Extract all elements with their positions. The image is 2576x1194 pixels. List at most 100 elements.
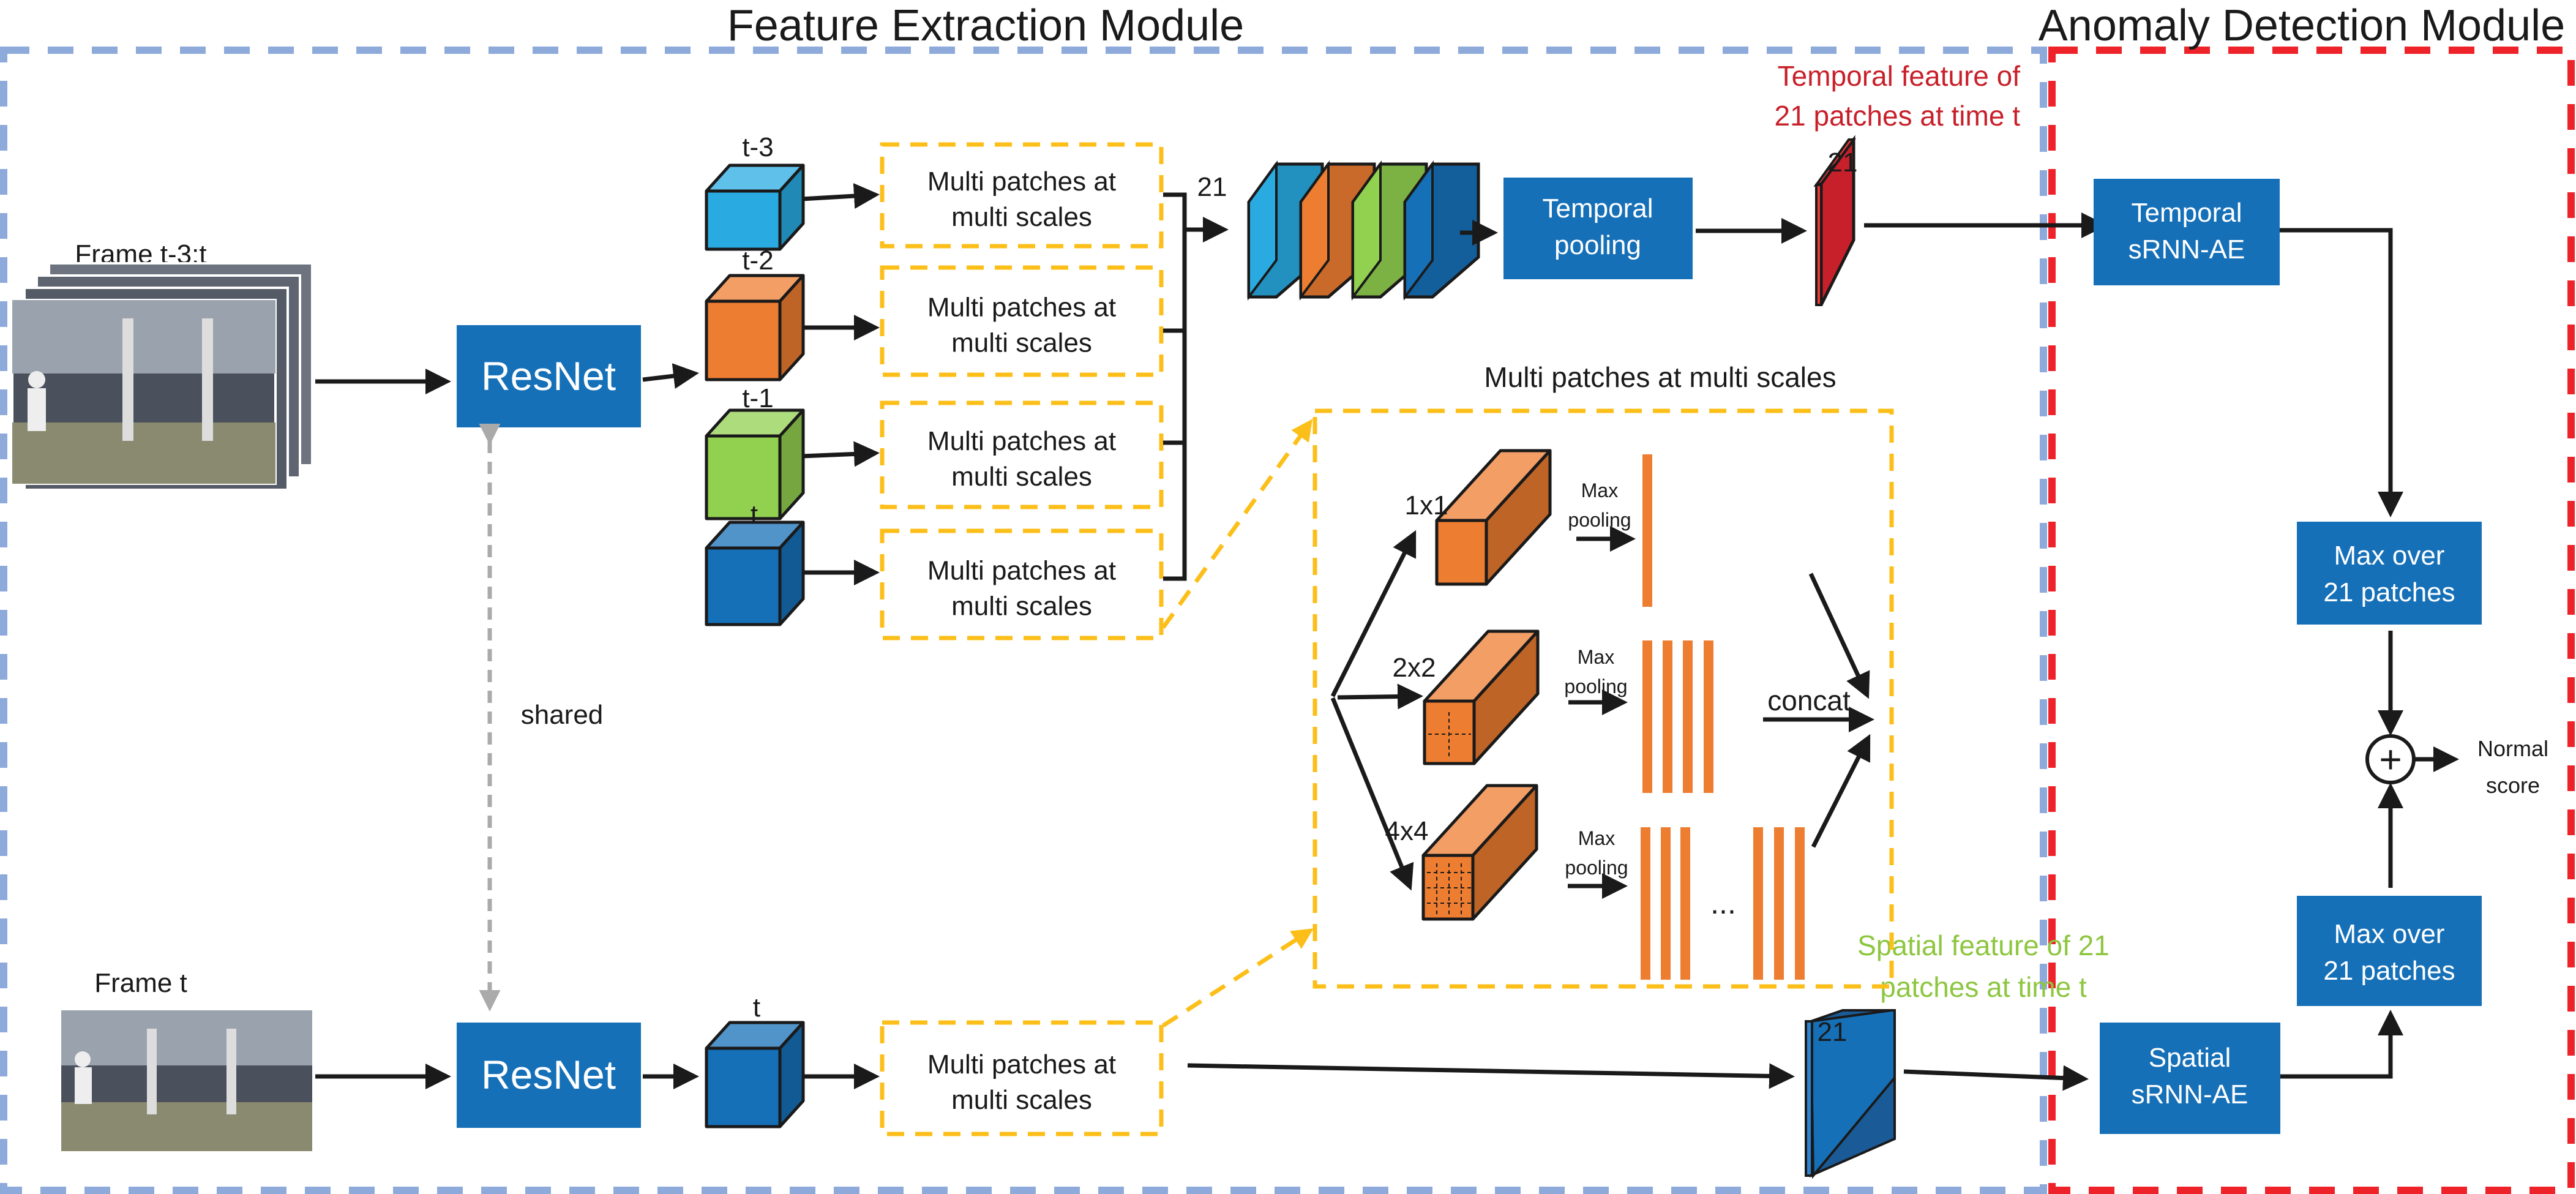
detail-title: Multi patches at multi scales bbox=[1484, 361, 1836, 393]
concat-arrow-0 bbox=[1808, 573, 1870, 699]
temporal-srnn-ae-line2: sRNN-AE bbox=[2129, 235, 2245, 265]
sum-plus-icon: + bbox=[2379, 737, 2402, 781]
frame-t-image bbox=[61, 1010, 312, 1151]
max-bottom-line2: 21 patches bbox=[2323, 956, 2455, 986]
max-top-line1: Max over bbox=[2334, 541, 2445, 571]
cube-t bbox=[705, 520, 805, 626]
resnet-bottom bbox=[457, 1023, 641, 1128]
resnet-top-label: ResNet bbox=[481, 353, 616, 399]
cube-t-bottom-label: t bbox=[753, 993, 760, 1023]
patch-box-4-line1: Multi patches at bbox=[927, 1049, 1116, 1079]
max-over-patches-bottom bbox=[2297, 896, 2482, 1006]
temporal-feature-count: 21 bbox=[1828, 148, 1858, 178]
pooled-feature-bar-8 bbox=[1753, 827, 1763, 980]
pooled-feature-bar-5 bbox=[1641, 827, 1650, 980]
spatial-srnn-ae-box bbox=[2100, 1023, 2280, 1134]
shared-label: shared bbox=[521, 700, 604, 730]
max-pooling-1-line1: Max bbox=[1581, 479, 1618, 501]
grid-4x4-icon bbox=[1427, 863, 1471, 915]
temporal-feature-line2: 21 patches at time t bbox=[1775, 100, 2021, 132]
cube-t2 bbox=[705, 274, 805, 381]
patch-box-0 bbox=[880, 142, 1164, 249]
cube-t1-label: t-1 bbox=[742, 383, 773, 413]
max-pooling-3-line1: Max bbox=[1578, 827, 1615, 849]
spatial-feature-line2: patches at time t bbox=[1880, 971, 2087, 1003]
slab-1-face bbox=[1300, 160, 1330, 301]
patch-box-4-line2: multi scales bbox=[951, 1085, 1092, 1115]
patch-box-2 bbox=[880, 400, 1164, 509]
temporal-srnn-ae-box bbox=[2094, 179, 2280, 285]
cube-1x1 bbox=[1435, 449, 1552, 586]
pooled-feature-bar-9 bbox=[1774, 827, 1784, 980]
cube-t-label: t bbox=[751, 500, 758, 530]
temporal-ae-to-max-arrow bbox=[2280, 228, 2403, 517]
spatial-srnn-ae-line2: sRNN-AE bbox=[2132, 1079, 2248, 1110]
max-bottom-line1: Max over bbox=[2334, 919, 2445, 949]
pooled-feature-bar-7 bbox=[1680, 827, 1690, 980]
bottom-patches-to-spatial-feature-arrow bbox=[1187, 1063, 1795, 1089]
cube-t3 bbox=[705, 163, 805, 251]
max-pooling-3-line2: pooling bbox=[1565, 857, 1628, 879]
slab-2-face bbox=[1352, 160, 1382, 301]
pooled-feature-bar-6 bbox=[1661, 827, 1671, 980]
cube-2x2 bbox=[1423, 629, 1540, 765]
temporal-feature-slab bbox=[1813, 135, 1856, 306]
stack-count-label: 21 bbox=[1197, 172, 1227, 202]
patch-box-1-line1: Multi patches at bbox=[927, 293, 1116, 323]
temporal-feature-stack bbox=[1247, 160, 1480, 301]
slab-0-face bbox=[1248, 160, 1278, 301]
detail-zoom-line-bottom bbox=[1162, 928, 1314, 1027]
ellipsis: ... bbox=[1710, 886, 1736, 920]
pooled-feature-bar-1 bbox=[1642, 640, 1652, 793]
max-pooling-2-line2: pooling bbox=[1564, 675, 1627, 697]
pooled-feature-bar-3 bbox=[1683, 640, 1693, 793]
spatial-feature-count: 21 bbox=[1818, 1017, 1848, 1047]
cube-t-bottom-front bbox=[705, 1046, 782, 1128]
patch-box-2-line2: multi scales bbox=[951, 462, 1092, 492]
detail-zoom-line-top bbox=[1161, 419, 1313, 629]
cube-t-front bbox=[705, 546, 782, 626]
normal-score-line1: Normal bbox=[2477, 736, 2548, 761]
cube-to-patch-arrow-0 bbox=[801, 183, 880, 209]
patch-box-3-line1: Multi patches at bbox=[927, 556, 1116, 586]
spatial-feature-to-ae-arrow bbox=[1903, 1065, 2089, 1091]
cube-to-patch-arrow-2 bbox=[801, 441, 880, 467]
feature-module-title: Feature Extraction Module bbox=[727, 1, 1244, 50]
cube-4x4 bbox=[1421, 784, 1538, 921]
branch-arrow-0 bbox=[1330, 530, 1417, 697]
branch-arrow-2 bbox=[1330, 697, 1414, 891]
patch-box-0-line2: multi scales bbox=[951, 202, 1092, 232]
spatial-feature-slab bbox=[1805, 1009, 1896, 1179]
temporal-feature-line1: Temporal feature of bbox=[1778, 60, 2021, 92]
temporal-pooling-box bbox=[1503, 178, 1693, 279]
temporal-pooling-line2: pooling bbox=[1554, 230, 1641, 260]
multi-scale-detail-box bbox=[1312, 408, 1894, 989]
max-pooling-2-line1: Max bbox=[1578, 646, 1614, 668]
patch-box-1-line2: multi scales bbox=[951, 328, 1092, 358]
resnet-bottom-label: ResNet bbox=[481, 1052, 616, 1097]
resnet-top bbox=[457, 325, 641, 427]
patch-box-0-line1: Multi patches at bbox=[927, 167, 1116, 197]
anomaly-module-title: Anomaly Detection Module bbox=[2039, 1, 2565, 50]
pooled-feature-bar-4 bbox=[1704, 640, 1713, 793]
cube-t3-label: t-3 bbox=[742, 132, 773, 162]
scale-4x4-label: 4x4 bbox=[1385, 816, 1429, 846]
cube-1x1-front bbox=[1435, 519, 1488, 586]
anomaly-detection-module-border bbox=[2048, 47, 2575, 1194]
feature-extraction-module-border bbox=[0, 47, 2047, 1194]
pooled-feature-bar-2 bbox=[1663, 640, 1672, 793]
cube-t3-front bbox=[705, 189, 782, 251]
max-pooling-1-line2: pooling bbox=[1568, 509, 1631, 531]
max-top-line2: 21 patches bbox=[2323, 577, 2455, 607]
spatial-ae-to-max-arrow bbox=[2280, 1010, 2403, 1079]
frame-stack-image bbox=[11, 262, 313, 491]
patch-box-1 bbox=[880, 265, 1164, 377]
pooled-feature-bar-10 bbox=[1795, 827, 1805, 980]
cube-t-bottom bbox=[705, 1021, 805, 1128]
concat-label: concat bbox=[1767, 685, 1851, 716]
concat-arrow-2 bbox=[1811, 734, 1871, 848]
cube-t1 bbox=[705, 408, 805, 520]
scale-2x2-label: 2x2 bbox=[1393, 653, 1436, 683]
grid-2x2-icon bbox=[1428, 712, 1471, 759]
patch-box-2-line1: Multi patches at bbox=[927, 426, 1116, 456]
